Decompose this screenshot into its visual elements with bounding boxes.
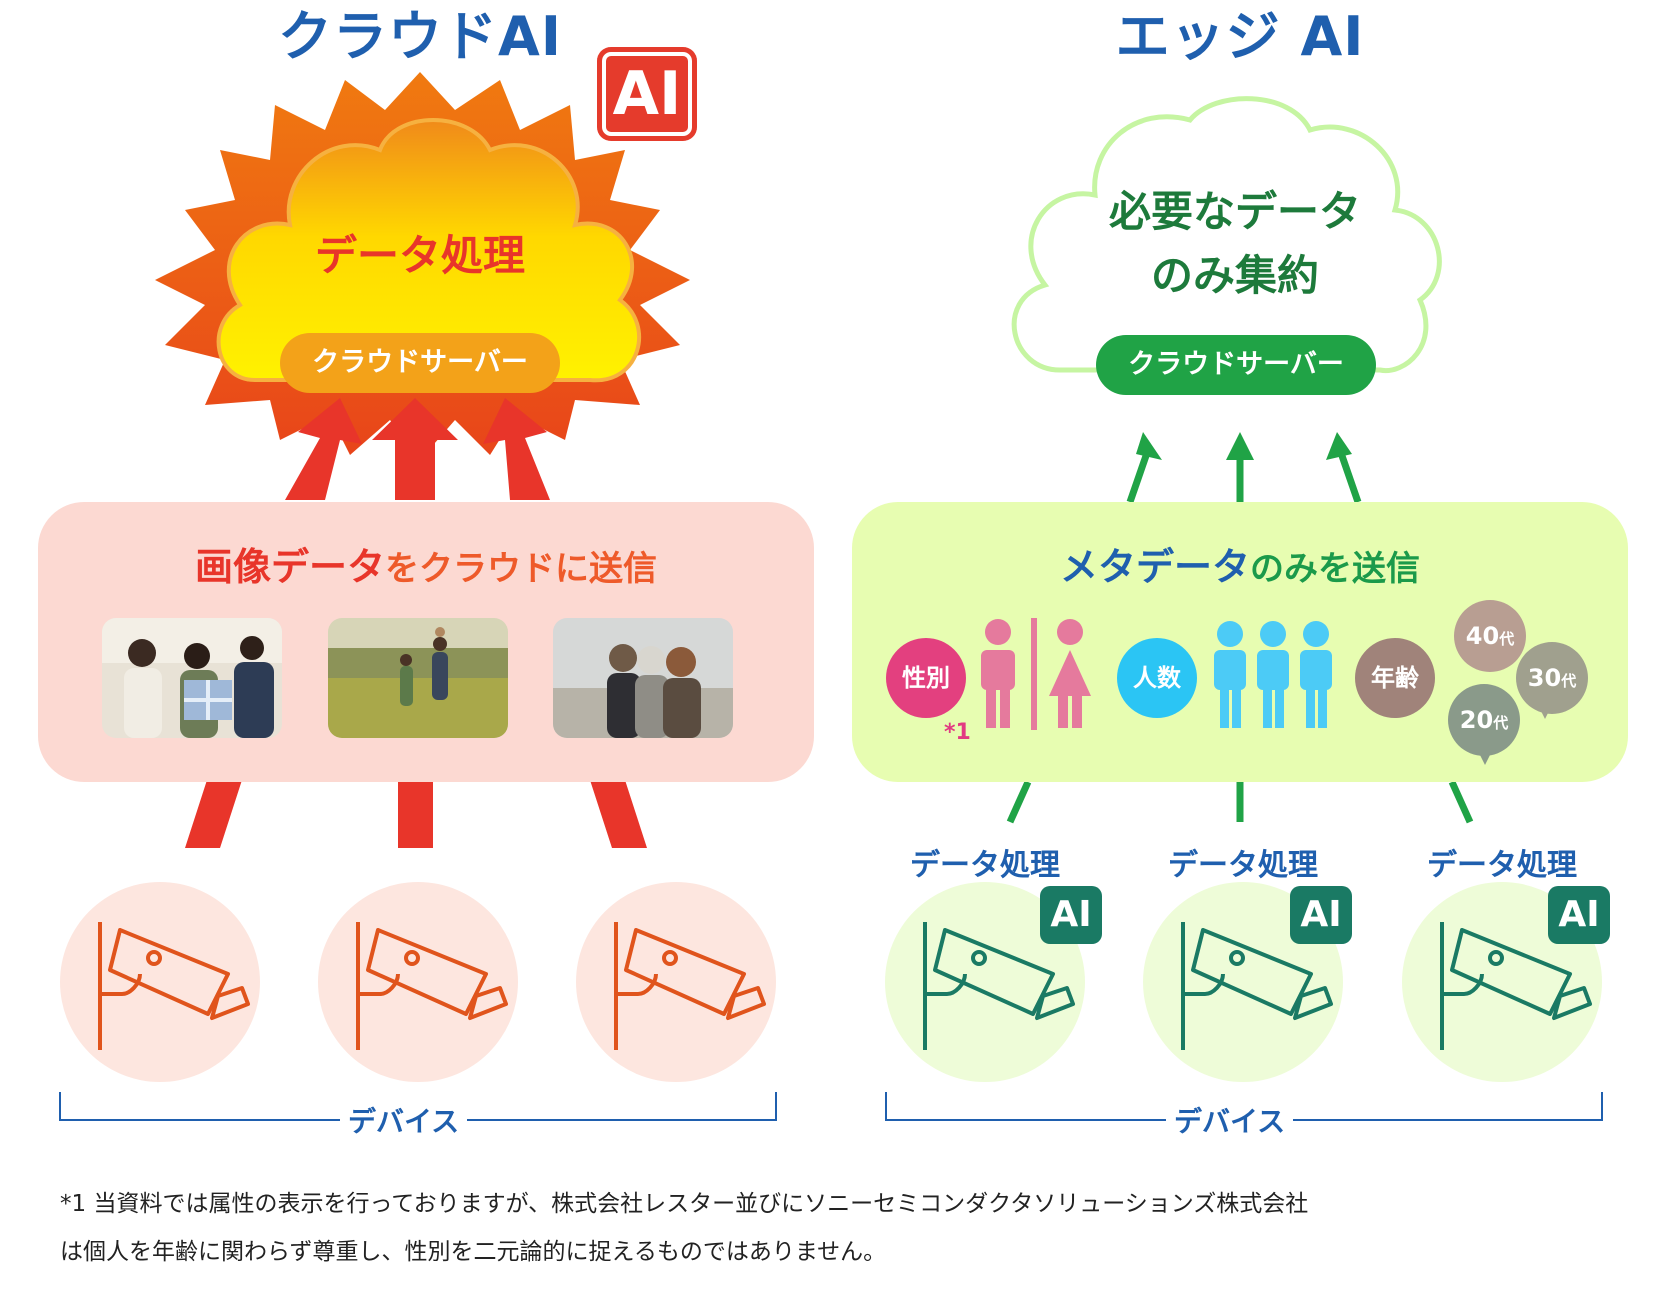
metadata-panel-title: メタデータのみを送信 [852,536,1628,591]
photo-women-beach [553,618,733,738]
edge-processing-label-3: データ処理 [1427,848,1577,883]
photo-family-field [328,618,508,738]
upload-arrows-top [285,398,550,500]
people-count-icon [1214,621,1332,728]
edge-cloud-label: 必要なデータ のみ集約 [1050,180,1420,308]
edge-processing-label-1: データ処理 [910,848,1060,883]
device-circles-left [60,882,776,1082]
footnote-line-1: *1 当資料では属性の表示を行っておりますが、株式会社レスター並びにソニーセミコ… [60,1191,1309,1217]
gender-label: 性別 [886,638,966,718]
cloud-shape-green [1011,96,1442,374]
panel-title-strong-right: メタデータ [1059,545,1250,589]
edge-cloud-label-line1: 必要なデータ [1108,187,1361,236]
ai-badge-cloud: AI [597,47,697,141]
age-bubble-20: 20代 [1448,684,1520,756]
ai-badge-edge-3: AI [1548,886,1610,944]
footnote: *1 当資料では属性の表示を行っておりますが、株式会社レスター並びにソニーセミコ… [60,1180,1620,1276]
age-label: 年齢 [1355,638,1435,718]
cloud-ai-title: クラウドAI [278,5,562,68]
security-camera-icon [356,922,508,1050]
cloud-processing-label: データ処理 [314,231,525,280]
panel-title-rest-right: のみを送信 [1250,549,1420,589]
panel-title-rest-left: をクラウドに送信 [385,549,657,589]
meta-arrows-bottom [1006,780,1474,824]
footnote-line-2: は個人を年齢に関わらず尊重し、性別を二元論的に捉えるものではありません。 [60,1239,887,1265]
upload-arrows-bottom [185,780,647,848]
cloud-shape-red [216,118,642,383]
cloud-server-pill-left: クラウドサーバー [280,333,560,393]
ai-badge-edge-2: AI [1290,886,1352,944]
edge-processing-label-2: データ処理 [1168,848,1318,883]
edge-cloud-label-line2: のみ集約 [1150,251,1319,300]
security-camera-icon [98,922,250,1050]
age-bubble-40: 40代 [1454,600,1526,672]
security-camera-icon [1181,922,1333,1050]
panel-title-strong-left: 画像データ [194,545,385,589]
meta-arrows-top [1126,432,1362,504]
footnote-mark: *1 [944,720,971,745]
device-label-right: デバイス [1166,1100,1294,1140]
security-camera-icon [1440,922,1592,1050]
gender-icon [981,618,1091,730]
photo-group-gift [102,618,282,738]
ai-badge-edge-1: AI [1040,886,1102,944]
device-brackets [59,1092,1603,1121]
security-camera-icon [923,922,1075,1050]
edge-ai-title: エッジ AI [1115,5,1365,68]
age-bubble-30: 30代 [1516,642,1588,714]
device-circles-right [885,882,1602,1082]
cloud-server-pill-right: クラウドサーバー [1096,335,1376,395]
device-label-left: デバイス [340,1100,468,1140]
count-label: 人数 [1117,638,1197,718]
image-data-panel-title: 画像データをクラウドに送信 [38,536,814,591]
security-camera-icon [614,922,766,1050]
